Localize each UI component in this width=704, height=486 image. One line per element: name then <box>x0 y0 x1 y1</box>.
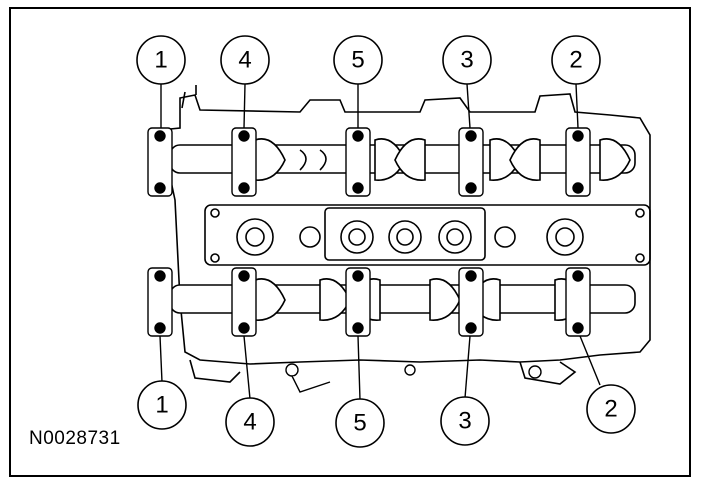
callout-top-5: 2 <box>569 47 582 74</box>
callout-top-2: 4 <box>238 47 251 74</box>
callout-circle <box>137 380 187 430</box>
figure-id: N0028731 <box>29 428 121 449</box>
callout-circle <box>335 398 385 448</box>
callout-top-1: 1 <box>154 47 167 74</box>
center-plug-area <box>204 204 651 266</box>
upper-camshaft <box>169 138 636 181</box>
callout-top-3: 5 <box>351 47 364 74</box>
callout-circle <box>551 35 601 85</box>
bearing-caps-lower <box>147 267 591 337</box>
callout-circle <box>136 35 186 85</box>
callout-bottom-1: 1 <box>155 392 168 419</box>
callouts-top: 1 4 5 3 2 <box>136 35 601 85</box>
callout-circle <box>333 35 383 85</box>
diagram-frame <box>9 7 691 477</box>
callout-circle <box>220 35 270 85</box>
leader-lines <box>159 83 601 401</box>
callouts-bottom: 1 4 5 3 2 <box>137 380 636 448</box>
callout-top-4: 3 <box>460 47 473 74</box>
callout-bottom-5: 2 <box>604 396 617 423</box>
cylinder-head-outline <box>159 93 651 365</box>
callout-bottom-3: 5 <box>353 410 366 437</box>
callout-circle <box>440 396 490 446</box>
callout-circle <box>586 384 636 434</box>
callout-bottom-2: 4 <box>243 409 256 436</box>
callout-circle <box>442 35 492 85</box>
callout-bottom-4: 3 <box>458 408 471 435</box>
lower-camshaft <box>169 278 636 321</box>
callout-circle <box>225 397 275 447</box>
